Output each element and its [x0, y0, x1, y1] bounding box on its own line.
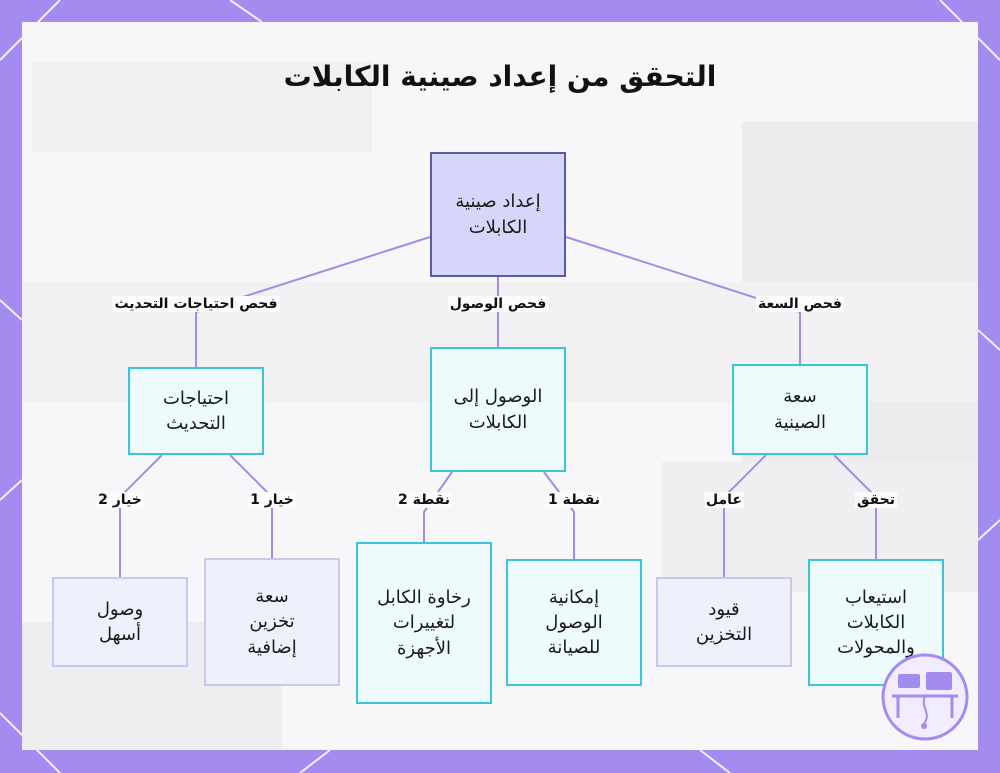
edge-label-upgrade-check: فحص احتياجات التحديث [112, 296, 279, 312]
node-tray-capacity: سعة الصينية [732, 364, 868, 455]
node-tray-capacity-label: سعة الصينية [755, 384, 845, 434]
node-upgrade-needs: احتياجات التحديث [128, 367, 264, 455]
node-storage-limits-label: قيود التخزين [684, 597, 764, 647]
edge-label-factor: عامل [704, 492, 744, 508]
node-cable-slack: رخاوة الكابل لتغييرات الأجهزة [356, 542, 492, 704]
node-maintenance-access: إمكانية الوصول للصيانة [506, 559, 642, 686]
node-cable-access: الوصول إلى الكابلات [430, 347, 566, 472]
edge-label-option1: خيار 1 [248, 492, 296, 508]
edge-label-option2: خيار 2 [96, 492, 144, 508]
edge-label-point2: نقطة 2 [396, 492, 452, 508]
node-storage-limits: قيود التخزين [656, 577, 792, 667]
node-extra-storage-label: سعة تخزين إضافية [232, 584, 312, 660]
node-easier-access-label: وصول أسهل [85, 597, 155, 647]
node-root: إعداد صينية الكابلات [430, 152, 566, 277]
edge-label-access-check: فحص الوصول [448, 296, 549, 312]
diagram-panel: التحقق من إعداد صينية الكابلات فحص احتيا… [22, 22, 978, 750]
node-cable-slack-label: رخاوة الكابل لتغييرات الأجهزة [374, 585, 474, 661]
node-extra-storage: سعة تخزين إضافية [204, 558, 340, 686]
edge-label-verify: تحقق [855, 492, 897, 508]
edge-label-point1: نقطة 1 [546, 492, 602, 508]
node-easier-access: وصول أسهل [52, 577, 188, 667]
node-accommodate-cables-label: استيعاب الكابلات والمحولات [821, 585, 931, 661]
desk-setup-logo-icon [880, 652, 970, 742]
node-upgrade-needs-label: احتياجات التحديث [141, 386, 251, 436]
node-maintenance-access-label: إمكانية الوصول للصيانة [529, 585, 619, 661]
edge-factor [724, 455, 766, 577]
edge-point1 [544, 472, 574, 559]
node-cable-access-label: الوصول إلى الكابلات [439, 384, 557, 434]
edge-label-capacity-check: فحص السعة [756, 296, 844, 312]
node-root-label: إعداد صينية الكابلات [453, 189, 543, 239]
edge-option2 [120, 455, 162, 577]
